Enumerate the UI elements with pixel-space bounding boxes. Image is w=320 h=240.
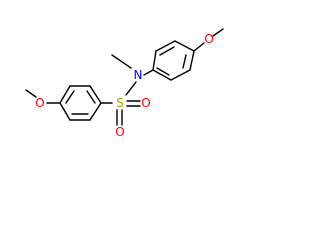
ring-lower-left <box>59 85 102 121</box>
bond-nitrogen-methyl <box>111 54 132 69</box>
bond-layer <box>25 28 224 126</box>
atom-nitrogen: N <box>134 68 143 82</box>
bond-nitrogen-sulfur <box>125 81 137 96</box>
bond-ring-nitrogen <box>143 69 154 76</box>
bond-oxygen-methyl-left <box>25 89 37 98</box>
bond-methyl-oxygen-top <box>212 28 224 37</box>
atom-oxygen-top-right: O <box>204 32 213 46</box>
atom-oxygen-left: O <box>35 96 44 110</box>
ring-top-right <box>152 40 195 81</box>
atom-oxygen-sulfonyl-bottom: O <box>115 125 124 139</box>
atom-sulfur: S <box>116 96 124 110</box>
structure-diagram: O N O S O O <box>0 0 245 150</box>
atom-labels: O N O S O O <box>35 32 213 139</box>
molecule-drawing: O N O S O O <box>25 28 224 139</box>
atom-oxygen-sulfonyl-right: O <box>141 96 150 110</box>
bond-oxygen-ring-top <box>193 42 205 52</box>
